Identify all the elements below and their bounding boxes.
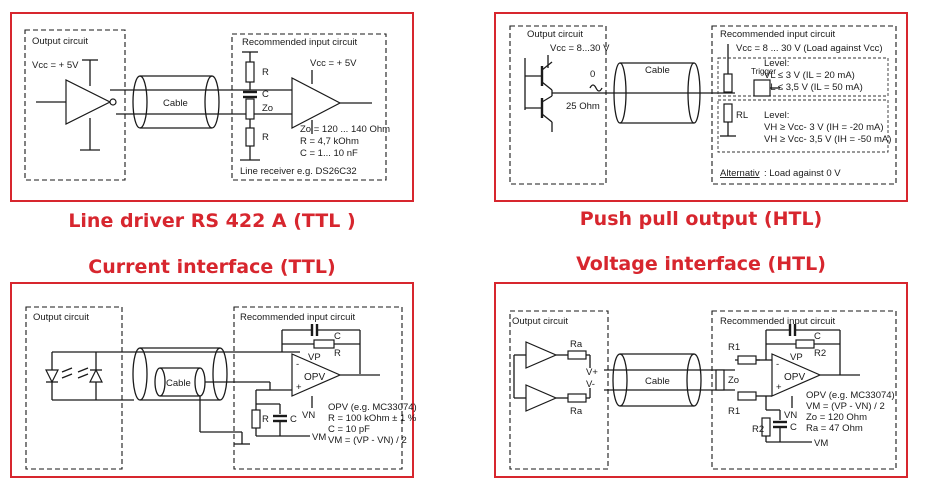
pushpull-vh1: VH ≥ Vcc- 3 V (IH = -20 mA) (764, 122, 884, 133)
pushpull-schematic: Output circuit Vcc = 8...30 V 0 25 Ohm C… (509, 25, 897, 185)
current-c-top: C (334, 331, 341, 342)
voltage-r2-top: R2 (814, 348, 826, 359)
voltage-vplus: V+ (586, 367, 598, 378)
rs422-output-box (24, 29, 126, 181)
pushpull-vl1: VL ≤ 3 V (IL = 20 mA) (764, 70, 855, 81)
pushpull-alternativ-rest: : Load against 0 V (764, 168, 841, 179)
pushpull-vl2: VL ≤ 3,5 V (IL = 50 mA) (764, 82, 863, 93)
heading-current: Current interface (TTL) (88, 256, 336, 278)
voltage-vp: VP (790, 352, 803, 363)
current-spec3: C = 10 pF (328, 424, 370, 435)
voltage-c-top: C (814, 331, 821, 342)
current-schematic: Output circuit Recommended input circuit… (25, 306, 417, 470)
voltage-plus: + (776, 382, 782, 393)
current-output-box (25, 306, 123, 470)
pushpull-ohm: 25 Ohm (566, 101, 600, 112)
current-r-low: R (262, 414, 269, 425)
pushpull-rl: RL (736, 110, 748, 121)
current-photodiode (89, 368, 103, 383)
current-opv: OPV (304, 372, 325, 383)
voltage-minus: - (776, 359, 779, 370)
current-minus: - (296, 359, 299, 370)
voltage-vn: VN (784, 410, 797, 421)
pushpull-input-label: Recommended input circuit (720, 29, 835, 40)
current-input-box (233, 306, 403, 470)
voltage-opamp (771, 353, 822, 397)
voltage-output-label: Output circuit (512, 316, 568, 327)
rs422-spec-r: R = 4,7 kOhm (300, 136, 359, 147)
voltage-r1-top: R1 (728, 342, 740, 353)
panel-pushpull (494, 12, 908, 202)
rs422-spec-c: C = 1... 10 nF (300, 148, 358, 159)
voltage-schematic: Output circuit Recommended input circuit… (509, 310, 897, 470)
voltage-spec2: VM = (VP - VN) / 2 (806, 401, 885, 412)
current-cable-label: Cable (166, 378, 191, 389)
voltage-vm: VM (814, 438, 828, 449)
rs422-r-top: R (262, 67, 269, 78)
pushpull-vcc: Vcc = 8...30 V (550, 43, 610, 54)
voltage-r1-bottom: R1 (728, 406, 740, 417)
current-led (45, 369, 59, 384)
pushpull-output-label: Output circuit (527, 29, 583, 40)
current-spec1: OPV (e.g. MC33074) (328, 402, 417, 413)
current-vn: VN (302, 410, 315, 421)
rs422-receiver-label: Line receiver e.g. DS26C32 (240, 166, 357, 177)
panel-current (10, 282, 414, 478)
voltage-spec1: OPV (e.g. MC33074) (806, 390, 895, 401)
current-opamp (291, 353, 342, 397)
rs422-vcc-left: Vcc = + 5V (32, 60, 79, 71)
pushpull-trigger: Trigger (751, 67, 776, 76)
rs422-receiver (291, 77, 342, 129)
pushpull-level-top: Level: (764, 58, 789, 69)
current-vm: VM (312, 432, 326, 443)
voltage-zo: Zo (728, 375, 739, 386)
pushpull-trigger-box (753, 79, 771, 97)
voltage-output-box (509, 310, 609, 470)
voltage-cable-label: Cable (645, 376, 670, 387)
pushpull-cable-label: Cable (645, 65, 670, 76)
current-c-low: C (290, 414, 297, 425)
voltage-spec4: Ra = 47 Ohm (806, 423, 863, 434)
voltage-ra-top: Ra (570, 339, 583, 350)
rs422-r-bottom: R (262, 132, 269, 143)
rs422-schematic: Output circuit Recommended input circuit… (24, 29, 390, 181)
heading-voltage: Voltage interface (HTL) (576, 253, 826, 275)
rs422-output-label: Output circuit (32, 36, 88, 47)
current-input-label: Recommended input circuit (240, 312, 355, 323)
pushpull-input-box (711, 25, 897, 185)
heading-pushpull: Push pull output (HTL) (579, 208, 823, 230)
voltage-c-low: C (790, 422, 797, 433)
current-spec4: VM = (VP - VN) / 2 (328, 435, 407, 446)
heading-rs422: Line driver RS 422 A (TTL ) (68, 210, 356, 232)
rs422-vcc-right: Vcc = + 5V (310, 58, 357, 69)
voltage-opv: OPV (784, 372, 805, 383)
rs422-spec-zo: Zo = 120 ... 140 Ohm (300, 124, 390, 135)
current-output-label: Output circuit (33, 312, 89, 323)
current-plus: + (296, 382, 302, 393)
current-spec2: R = 100 kOhm ± 1 % (328, 413, 417, 424)
voltage-driver-bottom (525, 384, 558, 412)
pushpull-output-box (509, 25, 607, 185)
pushpull-alternativ: Alternativ (720, 168, 760, 179)
rs422-c: C (262, 89, 269, 100)
rs422-input-box (231, 33, 387, 181)
rs422-driver (65, 79, 112, 125)
voltage-vminus: V- (586, 379, 595, 390)
voltage-input-label: Recommended input circuit (720, 316, 835, 327)
voltage-spec3: Zo = 120 Ohm (806, 412, 867, 423)
voltage-ra-bottom: Ra (570, 406, 583, 417)
pushpull-level-bottom: Level: (764, 110, 789, 121)
pushpull-zero: 0 (590, 69, 595, 80)
pushpull-vh2: VH ≥ Vcc- 3,5 V (IH = -50 mA) (764, 134, 891, 145)
pushpull-vcc-load: Vcc = 8 ... 30 V (Load against Vcc) (736, 43, 883, 54)
current-r-top: R (334, 348, 341, 359)
voltage-r2-low: R2 (752, 424, 764, 435)
rs422-input-label: Recommended input circuit (242, 37, 357, 48)
rs422-cable-label: Cable (163, 98, 188, 109)
voltage-driver-top (525, 341, 558, 369)
current-vp: VP (308, 352, 321, 363)
rs422-zo: Zo (262, 103, 273, 114)
